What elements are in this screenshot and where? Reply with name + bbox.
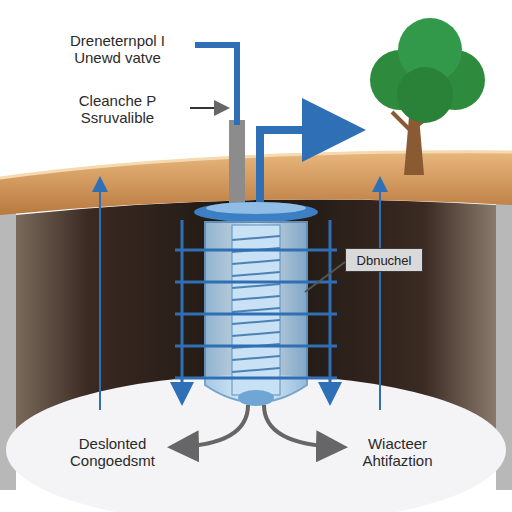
ground <box>0 152 512 512</box>
up-arrows <box>100 180 380 410</box>
pipes <box>190 45 350 222</box>
outlet-pipes <box>175 405 340 447</box>
text-label: Dreneternpol I Unewd vatve <box>55 32 180 66</box>
text-label: Deslonted Congoedsmt <box>55 435 170 469</box>
tree <box>370 18 485 175</box>
label-box: Dbnuchel <box>345 248 423 272</box>
ladder <box>175 220 337 400</box>
leader-line <box>305 262 345 292</box>
box-text: Dbnuchel <box>357 253 412 268</box>
text-label: Cleanche P Ssruvalible <box>55 92 180 126</box>
text-label: Wiacteer Ahtifaztion <box>345 435 450 469</box>
